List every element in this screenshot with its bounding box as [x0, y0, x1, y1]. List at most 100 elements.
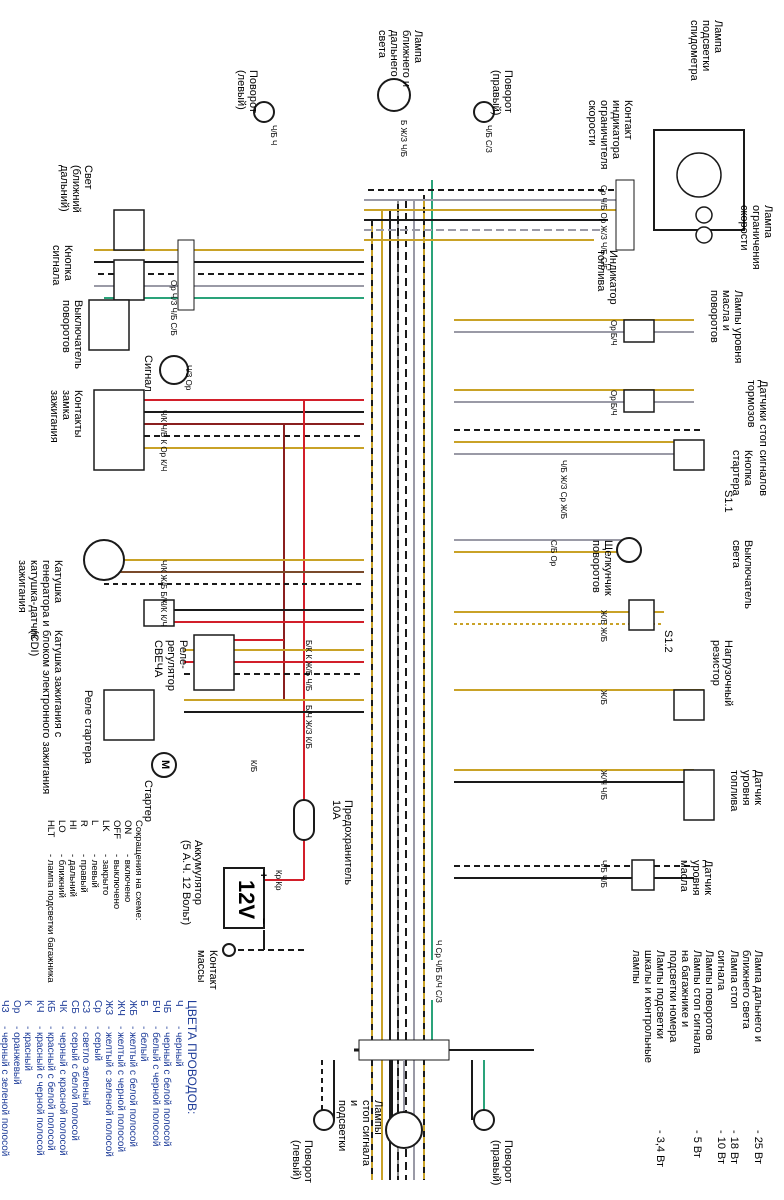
wire-label-generator: Ч/К Ж/Б Б/К — [159, 560, 168, 604]
starter-button-block — [673, 439, 705, 471]
abbr-row: L- левый — [89, 820, 100, 888]
generator-coil-icon — [83, 539, 125, 581]
oil-turn-lamps-label: Лампы уровня масла и поворотов — [708, 290, 744, 364]
brake-sensor-front-block — [623, 319, 655, 343]
fuse-icon — [293, 799, 315, 841]
battery-block — [223, 867, 265, 929]
power-row: Лампы поворотов — [703, 950, 716, 1041]
headlamp-bulb-icon — [377, 78, 411, 112]
regulator-label: Реле- регулятор — [165, 640, 189, 692]
main-harness — [371, 180, 433, 1180]
load-resistor-block — [673, 689, 705, 721]
legend-row: КБ- красный с белой полосой — [45, 1000, 57, 1151]
light-switch-2-label: Выключатель света — [730, 540, 754, 610]
lamp-speedo-backlight-label: Лампа подсветки спидометра — [688, 20, 724, 81]
wire-label-battery: Кр Кр — [274, 870, 283, 891]
wire-label-cdi: Ч/К К/Ч — [159, 600, 168, 627]
lamp-power-list: Лампа дальнего и ближнего света- 25 Вт Л… — [630, 950, 764, 1167]
turn-left-front-bulb-icon — [253, 101, 275, 123]
battery-minus: − — [257, 918, 269, 925]
starter-relay-block — [103, 689, 155, 741]
wire-label-load-resistor: Ж/Б — [599, 690, 608, 705]
turn-right-front-bulb-icon — [473, 101, 495, 123]
wire-label-ignition: Ч/К Ч/Б К Ор К/Ч — [159, 410, 168, 472]
wire-label-starter: К/Б — [249, 760, 258, 773]
wire-label-s12: Ж/Б Ж/Б — [599, 610, 608, 642]
wire-label-regulator: Б/К К Ж/Б Ч/Б — [304, 640, 313, 692]
wire-label-flasher: С/Б Ор — [549, 540, 558, 567]
turn-left-rear-bulb-icon — [313, 1109, 335, 1131]
horn-button-label: Кнопка сигнала — [50, 245, 74, 286]
wire-label-brake-rear: Ор Б/Ч — [609, 390, 618, 416]
starter-motor-icon — [151, 752, 177, 778]
abbr-row: LO- ближний — [56, 820, 67, 898]
regulator-block — [193, 634, 235, 691]
legend-row: К- красный — [22, 1000, 34, 1071]
wire-label-horn: Ч/З Ор — [184, 365, 193, 391]
rear-bundle — [321, 1000, 534, 1120]
headlamp-label: Лампа ближнего и дальнего света — [376, 30, 424, 88]
abbr-row: R- правый — [78, 820, 89, 893]
battery-plus: + — [257, 872, 269, 879]
wire-label-brake-front: Ор Б/Ч — [609, 320, 618, 346]
wire-label-relay: Б/Ч Ж/З К/Б — [304, 705, 313, 749]
light-switch-block — [113, 209, 145, 251]
turn-right-rear-bulb-icon — [473, 1109, 495, 1131]
cdi-label: Катушка зажигания с блоком электронного … — [28, 630, 64, 795]
legend-row: СБ- серый с белой полосой — [68, 1000, 80, 1141]
fuel-sensor-label: Датчик уровня топлива — [728, 770, 764, 812]
legend-row: ЖЧ- желтый с черной полосой — [115, 1000, 127, 1153]
component-symbols — [83, 78, 745, 1149]
power-row: Лампа стоп сигнала- 18 Вт - 10 Вт — [715, 950, 740, 1165]
legend-row: СЗ- светло зеленый — [80, 1000, 92, 1106]
power-row: Лампы стоп сигнала на багажнике и подсве… — [666, 950, 703, 1158]
ground-label: Контакт массы — [195, 950, 219, 990]
s11-label: S1.1 — [722, 490, 734, 513]
legend-row: ЧЗ- черный с зеленой полосой — [0, 1000, 11, 1157]
power-row: Лампа дальнего и ближнего света- 25 Вт — [739, 950, 764, 1165]
turn-switch-label: Выключатель поворотов — [60, 300, 84, 370]
generator-label: Катушка генератора и катушка-датчик зажи… — [16, 560, 64, 640]
abbr-row: LK- закрыто — [100, 820, 111, 896]
legend-row: КЧ- красный с черной полосой — [33, 1000, 45, 1156]
s12-label: S1.2 — [662, 630, 674, 653]
wire-label-front-turn-right: Ч/Б С/З — [484, 125, 493, 153]
wire-label-fuel: Ж/Ч Ч/Б — [599, 770, 608, 800]
wire-colors-title: ЦВЕТА ПРОВОДОВ: — [185, 1000, 199, 1115]
abbreviations-block: Сокращения на схеме: ON- включено OFF- в… — [45, 820, 144, 983]
indicator-lamp-icon — [695, 226, 713, 244]
legend-row: Б- белый — [138, 1000, 150, 1062]
speed-limit-lamp-label: Лампа ограничения скорости — [738, 205, 774, 270]
abbr-row: ON- включено — [122, 820, 133, 903]
abbreviations-title: Сокращения на схеме: — [133, 820, 144, 921]
sensor-wires — [454, 319, 704, 879]
flasher-icon — [616, 537, 642, 563]
starter-relay-label: Реле стартера — [82, 690, 94, 764]
horn-icon — [159, 355, 189, 385]
legend-row: Ор- оранжевый — [10, 1000, 22, 1085]
turn-switch-block — [88, 299, 130, 351]
ground-icon — [222, 943, 236, 957]
cdi-block — [143, 599, 175, 627]
power-row: Лампы подсветки шкалы и контрольные ламп… — [629, 950, 667, 1168]
legend-row: ЧК- черный с красной полосой — [57, 1000, 69, 1156]
legend-row: ЧБ- черный с белой полосой — [161, 1000, 173, 1147]
fuse-label: Предохранитель 10А — [330, 800, 354, 886]
wire-label-rear: Ч Ср Ч/Б Б/Ч С/З — [434, 940, 443, 1003]
turn-left-rear-label: Поворот (левый) — [290, 1140, 314, 1183]
wire-label-headlamp: Б Ж/З Ч/Б — [399, 120, 408, 157]
indicator-lamp-icon — [695, 206, 713, 224]
light-switch-label: Свет (ближний дальний) — [58, 165, 94, 213]
speedo-bundle — [364, 179, 635, 251]
wire-label-oil: Ч/Б Ч/Б — [599, 860, 608, 888]
abbr-row: HI- дальний — [67, 820, 78, 897]
wire-label-speedo: Ср Ч/Б Ор Ж/З Ч/Б С/Б — [599, 185, 608, 271]
ignition-contacts-label: Контакты замка зажигания — [48, 390, 84, 443]
wire-label-handlebar: Ор Ч/З Ч/Б С/Б — [169, 280, 178, 336]
rear-lamps-label: Лампы стоп сигнала и подсветки — [336, 1100, 384, 1166]
turn-left-front-label: Поворот (левый) — [235, 70, 259, 113]
horn-button-block — [113, 259, 145, 301]
brake-sensor-rear-block — [623, 389, 655, 413]
